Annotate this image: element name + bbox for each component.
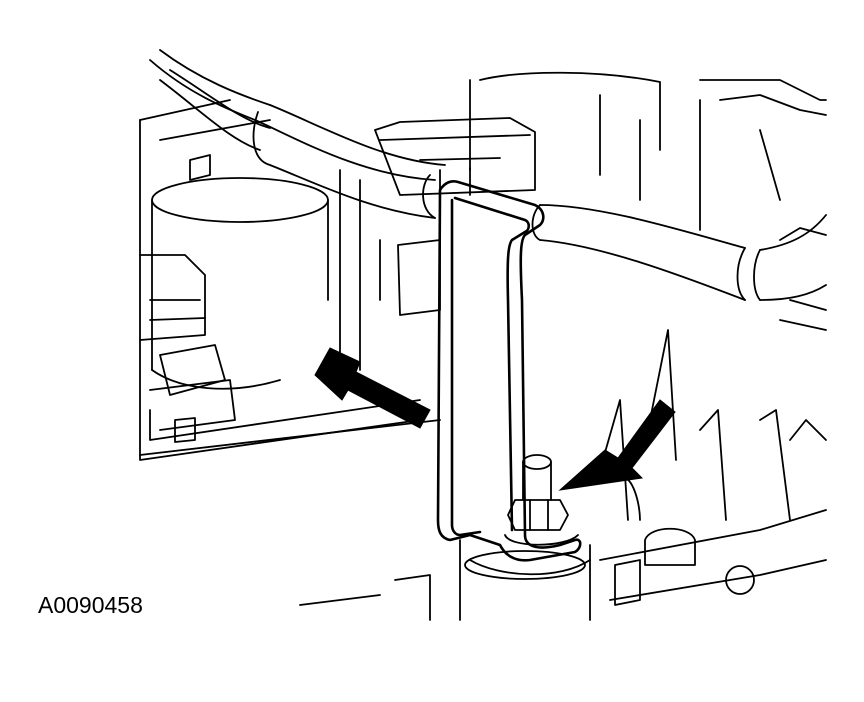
right-connector <box>780 228 826 330</box>
background-structure <box>140 70 826 460</box>
mounting-bolt <box>505 455 578 545</box>
callout-arrows <box>315 348 675 490</box>
retaining-bracket <box>438 181 580 560</box>
wiring-harness-tube <box>150 50 826 300</box>
upper-connector <box>375 118 535 315</box>
figure-id-label: A0090458 <box>38 592 143 618</box>
right-callout-arrow <box>560 400 675 490</box>
lower-mount-post <box>460 540 590 620</box>
engine-wall <box>140 170 440 455</box>
left-canister <box>152 155 328 389</box>
lower-right-housing <box>300 330 826 620</box>
left-callout-arrow <box>315 348 430 428</box>
left-connector <box>140 255 235 442</box>
